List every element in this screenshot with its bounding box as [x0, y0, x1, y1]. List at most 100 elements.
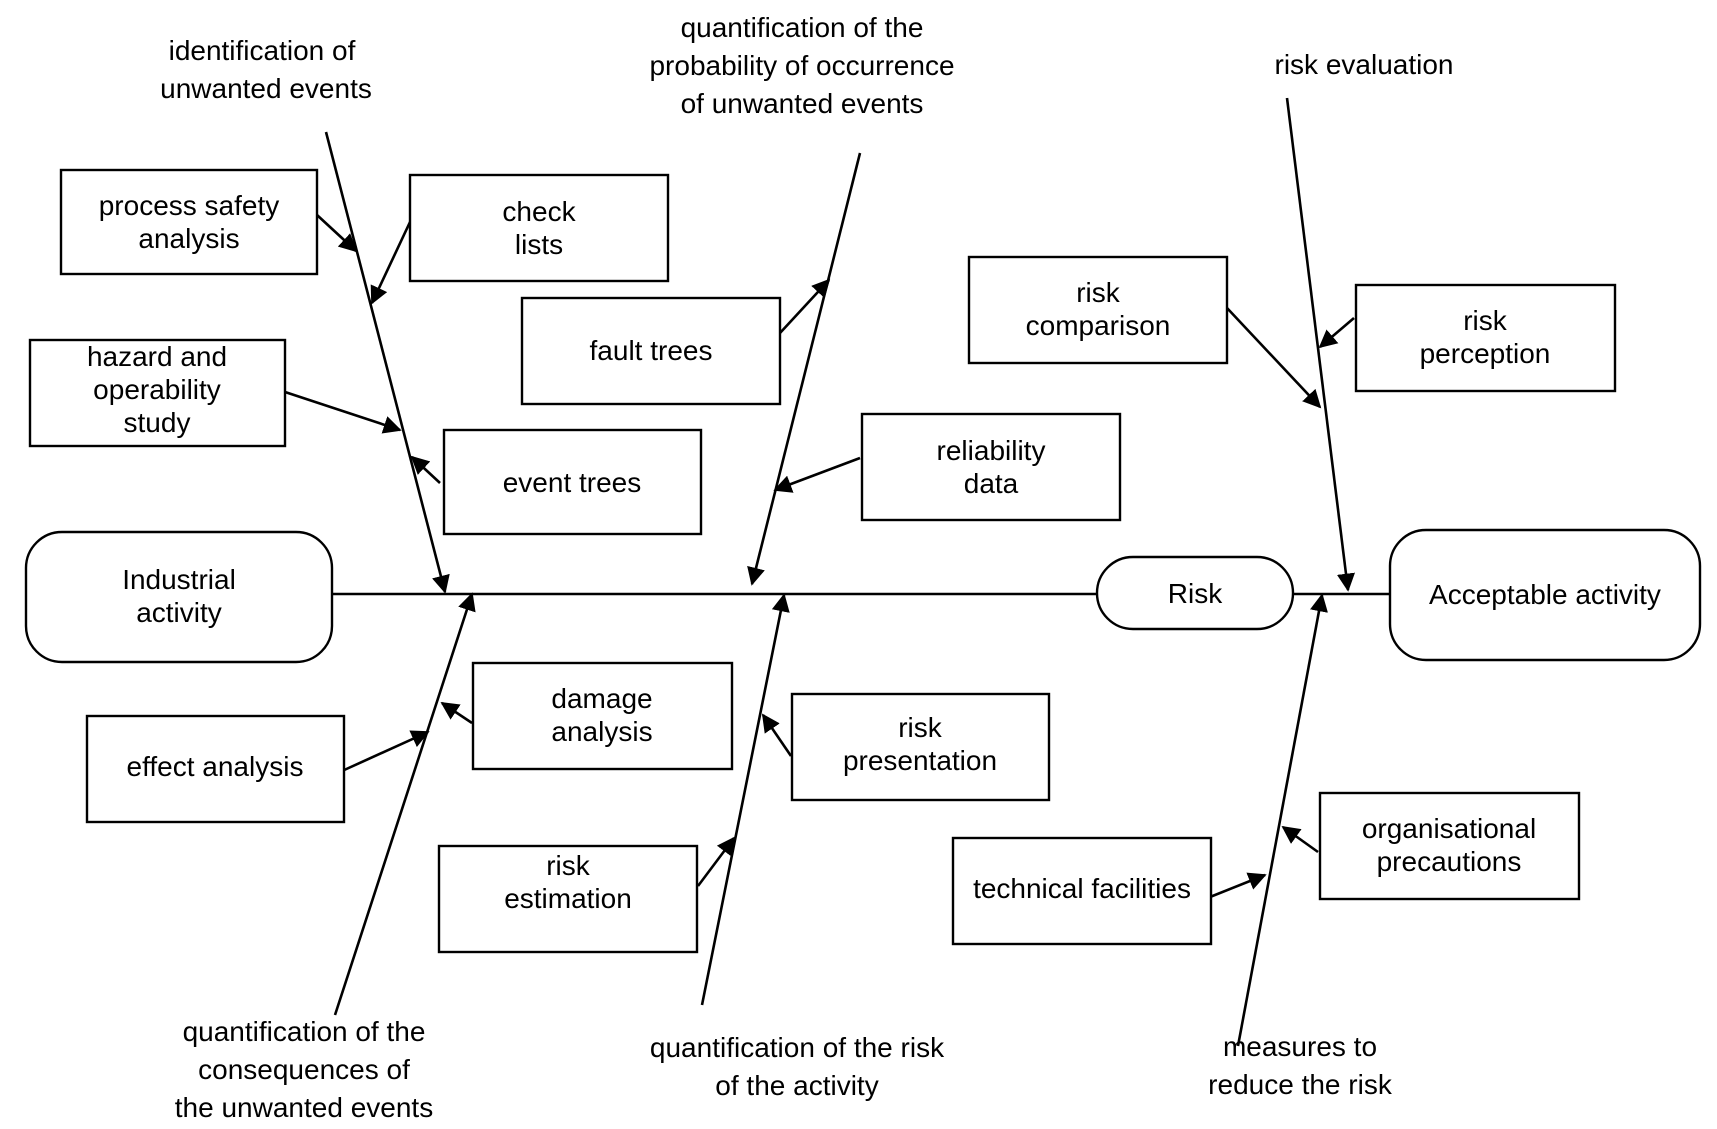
branch-label-line: identification of: [169, 35, 356, 66]
svg-text:fault trees: fault trees: [590, 335, 713, 366]
branch-label-identification: identification of unwanted events: [160, 35, 372, 104]
svg-text:event trees: event trees: [503, 467, 642, 498]
start-node-line: Industrial: [122, 564, 236, 595]
box-line: hazard and: [87, 341, 227, 372]
box-line: check: [502, 196, 576, 227]
branch-label-measures: measures to reduce the risk: [1208, 1031, 1393, 1100]
box-line: perception: [1420, 338, 1551, 369]
sub-arrow-effect-analysis: [341, 730, 430, 773]
sub-arrow-damage-analysis: [440, 701, 473, 725]
sub-arrow-risk-presentation: [761, 713, 793, 757]
risk-node: Risk: [1095, 555, 1295, 631]
box-line: damage: [551, 683, 652, 714]
branch-label-risk-quant: quantification of the risk of the activit…: [650, 1032, 945, 1101]
box-line: precautions: [1377, 846, 1522, 877]
box-line: presentation: [843, 745, 997, 776]
branch-label-line: measures to: [1223, 1031, 1377, 1062]
end-node: Acceptable activity: [1388, 528, 1702, 662]
box-effect-analysis: effect analysis: [85, 714, 346, 824]
box-line: fault trees: [590, 335, 713, 366]
branch-label-line: unwanted events: [160, 73, 372, 104]
branch-arrow-risk-quant: [700, 593, 790, 1006]
sub-arrow-risk-estimation: [696, 836, 736, 887]
box-line: comparison: [1026, 310, 1171, 341]
branch-label-line: quantification of the risk: [650, 1032, 945, 1063]
risk-node-label: Risk: [1168, 578, 1223, 609]
branch-label-line: of unwanted events: [681, 88, 924, 119]
branch-label-evaluation: risk evaluation: [1275, 49, 1454, 80]
sub-arrow-hazop: [284, 390, 402, 434]
branch-label-line: consequences of: [198, 1054, 410, 1085]
sub-arrow-fault-trees: [779, 278, 831, 334]
box-fault-trees: fault trees: [520, 296, 782, 406]
sub-arrow-risk-comparison: [1226, 307, 1322, 409]
branch-label-line: reduce the risk: [1208, 1069, 1393, 1100]
branch-arrow-measures: [1236, 593, 1328, 1047]
box-line: estimation: [504, 883, 632, 914]
svg-text:technical facilities: technical facilities: [973, 873, 1191, 904]
branch-label-line: of the activity: [715, 1070, 878, 1101]
branch-label-line: risk evaluation: [1275, 49, 1454, 80]
end-node-label: Acceptable activity: [1429, 579, 1661, 610]
box-line: operability: [93, 374, 221, 405]
box-line: risk: [546, 850, 591, 881]
box-line: risk: [1076, 277, 1121, 308]
box-line: technical facilities: [973, 873, 1191, 904]
branch-arrow-evaluation: [1285, 97, 1356, 592]
svg-text:Risk: Risk: [1168, 578, 1223, 609]
sub-arrow-technical: [1209, 872, 1267, 899]
sub-arrow-check-lists: [370, 221, 412, 305]
branch-label-probability: quantification of the probability of occu…: [649, 12, 954, 119]
sub-arrow-reliability: [773, 456, 861, 493]
box-line: analysis: [551, 716, 652, 747]
svg-text:effect analysis: effect analysis: [127, 751, 304, 782]
box-line: risk: [1463, 305, 1508, 336]
box-line: analysis: [138, 223, 239, 254]
box-line: process safety: [99, 190, 280, 221]
sub-arrow-event-trees: [410, 455, 441, 484]
box-line: study: [124, 407, 191, 438]
branch-label-line: probability of occurrence: [649, 50, 954, 81]
box-line: effect analysis: [127, 751, 304, 782]
start-node-line: activity: [136, 597, 222, 628]
branch-arrow-probability: [747, 152, 862, 586]
svg-text:Acceptable activity: Acceptable activity: [1429, 579, 1661, 610]
branch-label-line: the unwanted events: [175, 1092, 433, 1123]
box-line: event trees: [503, 467, 642, 498]
box-line: lists: [515, 229, 563, 260]
box-line: risk: [898, 712, 943, 743]
box-line: organisational: [1362, 813, 1536, 844]
branch-label-line: quantification of the: [681, 12, 924, 43]
sub-arrow-process-safety: [316, 214, 358, 253]
box-line: data: [964, 468, 1019, 499]
box-event-trees: event trees: [442, 428, 703, 536]
sub-arrow-risk-perception: [1318, 317, 1355, 349]
box-line: reliability: [937, 435, 1046, 466]
branch-arrow-consequences: [333, 592, 476, 1016]
sub-arrow-organisational: [1281, 825, 1319, 854]
box-technical: technical facilities: [951, 836, 1213, 946]
